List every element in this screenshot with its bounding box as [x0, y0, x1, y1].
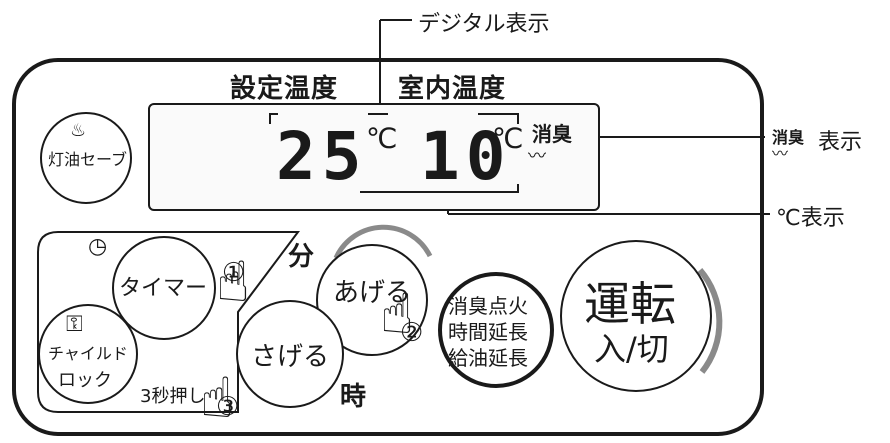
down-button[interactable] — [236, 300, 344, 408]
run-button[interactable] — [560, 240, 712, 392]
callout-deodor-prefix: 消臭 — [772, 128, 805, 147]
oil-save-label: 灯油セーブ — [48, 150, 128, 169]
run-label: 運転 — [584, 277, 676, 331]
timer-button[interactable] — [112, 236, 216, 340]
deodor-indicator: 消臭 — [532, 122, 572, 146]
ignite-label-2: 時間延長 — [448, 320, 528, 344]
control-panel — [12, 58, 764, 436]
step-1: ① — [222, 258, 246, 288]
lower-panel-outline — [37, 231, 300, 413]
child-lock-button[interactable] — [38, 304, 138, 404]
oil-save-icon: ♨ — [70, 120, 87, 141]
room-temp-value: 10 — [420, 118, 512, 195]
up-label: あげる — [332, 278, 411, 308]
hour-label: 時 — [340, 382, 368, 412]
run-label-2: 入/切 — [594, 330, 669, 368]
room-temp-unit: ℃ — [492, 122, 524, 155]
deodor-wave-icon: 〰 — [528, 146, 546, 167]
step-3: ③ — [216, 392, 240, 422]
hand-icon-2: ☝ — [380, 282, 415, 347]
room-temp-label: 室内温度 — [398, 74, 507, 104]
callout-celsius: ℃表示 — [776, 206, 845, 231]
minute-label: 分 — [288, 242, 316, 272]
set-temp-label: 設定温度 — [230, 74, 339, 104]
hold-3s-label: 3秒押し — [140, 386, 206, 407]
timer-label: タイマー — [118, 276, 207, 301]
callout-deodor-wave-icon: 〰 — [772, 144, 789, 163]
ignite-label-1: 消臭点火 — [448, 294, 528, 318]
hand-icon-1: ☝ — [216, 250, 251, 315]
clock-icon: ◷ — [88, 234, 108, 259]
set-temp-unit: ℃ — [366, 122, 398, 155]
ignite-extend-button[interactable] — [438, 272, 554, 388]
key-icon: ⚿ — [66, 312, 83, 337]
step-2: ② — [400, 318, 424, 348]
child-lock-label-2: ロック — [58, 370, 112, 391]
down-label: さげる — [250, 342, 329, 372]
ignite-label-3: 給油延長 — [448, 346, 528, 370]
callout-deodor: 表示 — [818, 130, 863, 155]
oil-save-button[interactable] — [40, 112, 132, 204]
lcd-bracket — [269, 113, 519, 193]
child-lock-label-1: チャイルド — [48, 344, 128, 363]
hand-icon-3: ☝ — [200, 366, 235, 431]
set-temp-value: 25 — [276, 118, 368, 195]
callout-digital: デジタル表示 — [418, 12, 550, 37]
